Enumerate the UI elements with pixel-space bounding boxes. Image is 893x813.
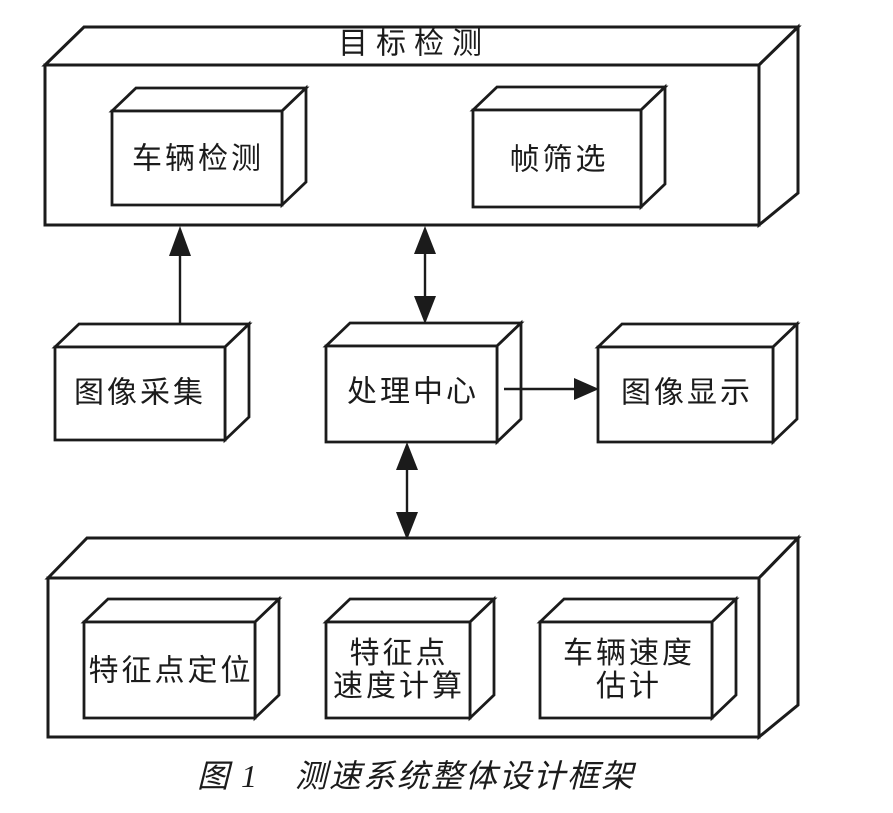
node-label-image-capture: 图像采集	[74, 376, 206, 410]
node-label-processing-center: 处理中心	[347, 375, 479, 409]
box-feature-point-speed	[322, 595, 498, 722]
node-label-feature-point-speed: 特征点 速度计算	[333, 637, 465, 703]
node-label-vehicle-detection: 车辆检测	[132, 142, 264, 176]
box-vehicle-speed-estimate	[536, 595, 740, 722]
box-feature-point-location	[80, 595, 283, 722]
node-label-feature-point-speed-line2: 速度计算	[333, 670, 465, 703]
box-frame-filter	[469, 83, 669, 211]
node-label-vehicle-speed-estimate: 车辆速度 估计	[563, 637, 695, 703]
box-image-capture	[51, 320, 253, 444]
arrow-detection-processing-icon	[414, 226, 436, 324]
box-image-display	[594, 320, 801, 446]
figure-caption-number: 图 1	[196, 758, 259, 794]
figure-caption-text: 测速系统整体设计框架	[295, 758, 636, 794]
container-title-target-detection: 目标检测	[338, 27, 490, 61]
arrow-processing-to-display-icon	[504, 378, 599, 400]
node-label-feature-point-speed-line1: 特征点	[349, 637, 449, 670]
box-processing-center	[322, 319, 525, 446]
arrow-processing-pipeline-icon	[396, 442, 418, 540]
node-label-frame-filter: 帧筛选	[509, 143, 609, 177]
arrow-capture-to-detection-icon	[169, 226, 191, 324]
node-label-vehicle-speed-estimate-line1: 车辆速度	[563, 637, 695, 670]
node-label-image-display: 图像显示	[621, 376, 753, 410]
box-vehicle-detection	[108, 84, 310, 209]
figure-caption: 图 1 测速系统整体设计框架	[197, 751, 635, 797]
node-label-vehicle-speed-estimate-line2: 估计	[596, 670, 662, 703]
node-label-feature-point-location: 特征点定位	[88, 654, 254, 688]
